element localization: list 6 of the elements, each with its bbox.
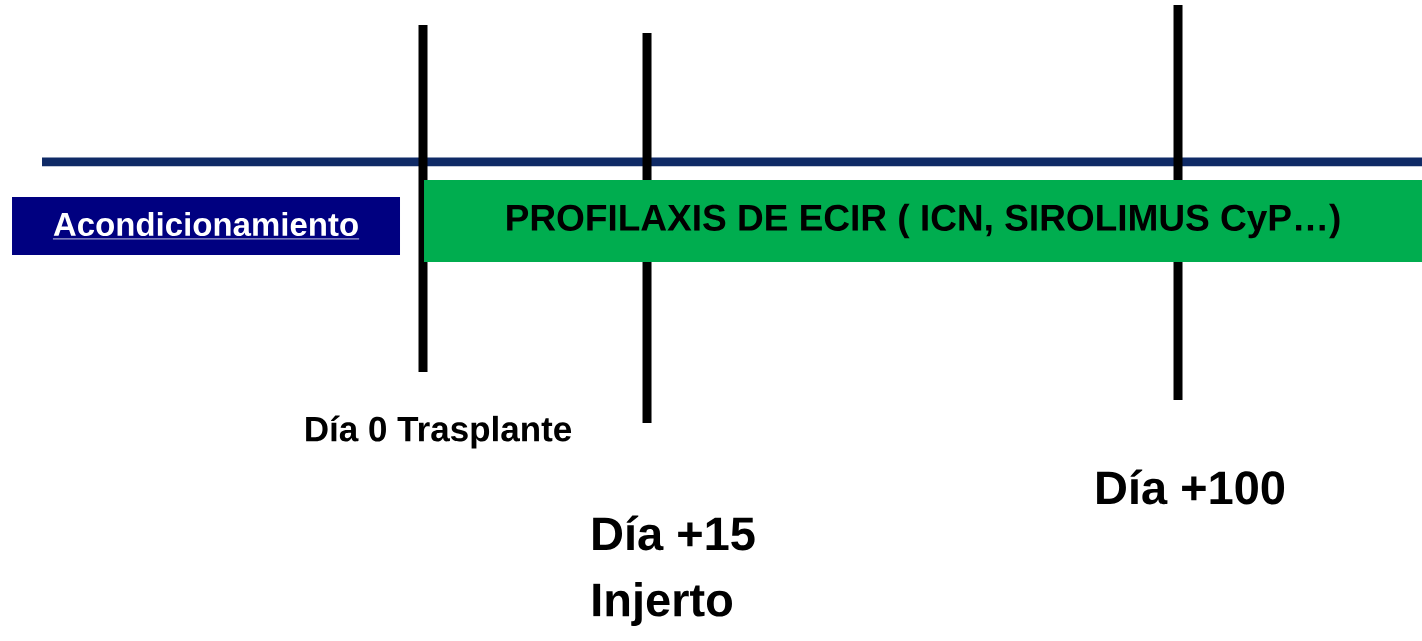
phase-band: PROFILAXIS DE ECIR ( ICN, SIROLIMUS CyP…)	[424, 180, 1422, 262]
time-label: Injerto	[593, 582, 732, 626]
time-label: Día +100	[1097, 469, 1285, 505]
phase-box: Acondicionamiento	[12, 197, 400, 255]
time-label: Día +15	[593, 515, 755, 551]
time-label: Día 0 Trasplante	[306, 415, 572, 449]
